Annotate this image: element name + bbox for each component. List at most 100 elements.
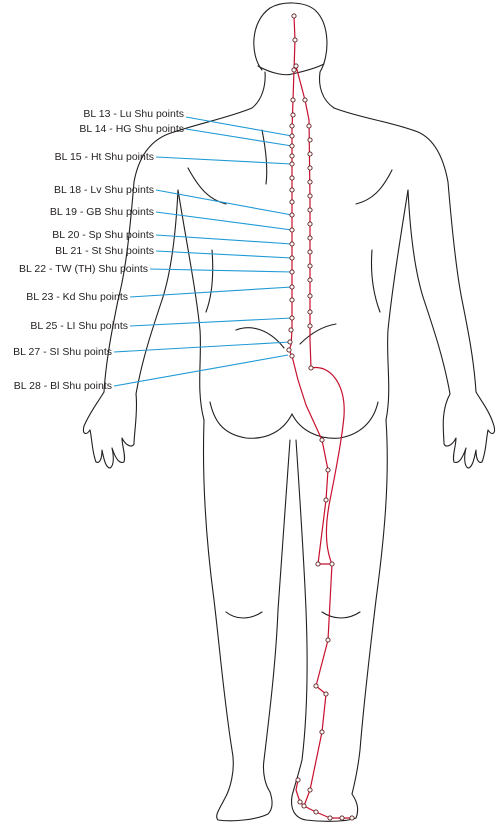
acupoint-marker: [307, 179, 313, 185]
acupoint-marker: [289, 241, 295, 247]
leader-bl28: [113, 354, 289, 387]
acupoint-marker: [307, 207, 313, 213]
right-scapula: [355, 169, 393, 205]
acupoint-marker: [289, 353, 295, 359]
acupoint-marker: [307, 165, 313, 171]
acupoint-marker: [313, 683, 319, 689]
torso-left: [177, 189, 205, 421]
leader-bl13: [185, 116, 293, 137]
leader-bl21: [155, 250, 293, 259]
right-waist: [299, 323, 337, 345]
label-bl23: BL 23 - Kd Shu points: [26, 291, 128, 303]
label-bl13: BL 13 - Lu Shu points: [83, 108, 184, 120]
label-bl15: BL 15 - Ht Shu points: [55, 151, 154, 163]
left-flank: [205, 249, 214, 313]
neck-left: [251, 71, 266, 109]
acupoint-marker: [290, 112, 296, 118]
acupoint-marker: [301, 803, 307, 809]
acupoint-marker: [289, 143, 295, 149]
label-bl20: BL 20 - Sp Shu points: [52, 229, 154, 241]
leader-bl19: [155, 211, 293, 231]
acupoint-marker: [289, 175, 295, 181]
acupoint-marker: [307, 263, 313, 269]
acupoint-marker: [289, 199, 295, 205]
acupoint-marker: [307, 323, 313, 329]
left-buttock: [209, 401, 293, 439]
right-hand: [442, 391, 496, 469]
torso-right: [385, 189, 409, 421]
acupoint-marker: [286, 347, 292, 353]
label-bl25: BL 25 - LI Shu points: [30, 320, 128, 332]
left-scapula: [187, 167, 227, 205]
acupoint-marker: [289, 161, 295, 167]
right-shoulder: [333, 107, 449, 183]
leader-bl15: [155, 156, 293, 165]
right-flank: [370, 249, 381, 313]
label-bl21: BL 21 - St Shu points: [55, 245, 154, 257]
acupoint-marker: [291, 13, 297, 19]
acupoint-marker: [295, 777, 301, 783]
acupoint-marker: [290, 97, 296, 103]
label-bl19: BL 19 - GB Shu points: [50, 206, 154, 218]
acupoint-marker: [313, 809, 319, 815]
meridian-heel-branch: [295, 779, 305, 807]
meridian-lower-leg: [303, 563, 352, 819]
acupoint-marker: [307, 193, 313, 199]
left-arm-inner: [135, 189, 179, 395]
acupoint-marker: [323, 497, 329, 503]
point-labels: BL 13 - Lu Shu points BL 14 - HG Shu poi…: [13, 108, 184, 392]
meridian-thigh-outer: [310, 366, 345, 565]
bladder-meridian: [288, 15, 352, 819]
acupoint-marker: [293, 63, 299, 69]
neck-right: [318, 71, 335, 109]
acupoint-marker: [289, 297, 295, 303]
acupoint-marker: [307, 137, 313, 143]
leader-bl25: [129, 317, 293, 327]
acupoint-marker: [325, 467, 331, 473]
leader-lines: [113, 116, 293, 387]
label-bl14: BL 14 - HG Shu points: [79, 123, 184, 135]
acupoint-marker: [307, 277, 313, 283]
acupoint-marker: [349, 815, 355, 821]
acupoint-marker: [339, 815, 345, 821]
acupoint-marker: [297, 799, 303, 805]
leader-bl14: [185, 128, 293, 147]
acupoint-marker: [289, 284, 295, 290]
leader-bl18: [155, 189, 293, 216]
acupoint-marker: [307, 309, 313, 315]
label-bl28: BL 28 - Bl Shu points: [14, 380, 112, 392]
acupoint-marker: [315, 561, 321, 567]
right-leg-inner: [291, 439, 308, 797]
acupoint-marker: [307, 235, 313, 241]
left-waist: [235, 327, 285, 349]
acupoint-marker: [306, 123, 312, 129]
acupoint-marker: [289, 212, 295, 218]
acupoint-marker: [327, 815, 333, 821]
label-bl27: BL 27 - SI Shu points: [13, 346, 112, 358]
left-arm-outer: [103, 181, 135, 393]
left-back-line: [261, 129, 268, 185]
acupoint-marker: [289, 255, 295, 261]
right-foot: [290, 793, 359, 822]
acupoint-marker: [289, 315, 295, 321]
acupoint-marker: [289, 227, 295, 233]
acupoint-marker: [319, 437, 325, 443]
acupoint-marker: [307, 151, 313, 157]
right-leg-outer: [351, 419, 388, 795]
acupoint-marker: [291, 67, 297, 73]
left-hand: [82, 391, 138, 469]
acupoint-marker: [289, 153, 295, 159]
acupoint-marker: [319, 729, 325, 735]
acupoint-marker: [292, 37, 298, 43]
body-outline: [82, 2, 496, 822]
acupoint-marker: [307, 249, 313, 255]
left-leg-outer: [202, 419, 234, 801]
left-foot: [216, 791, 273, 822]
acupoint-marker: [302, 97, 308, 103]
acupoint-marker: [289, 123, 295, 129]
meridian-outer-line: [295, 65, 312, 369]
leader-bl27: [113, 341, 291, 353]
acupoint-marker: [329, 561, 335, 567]
leader-bl20: [155, 234, 293, 245]
